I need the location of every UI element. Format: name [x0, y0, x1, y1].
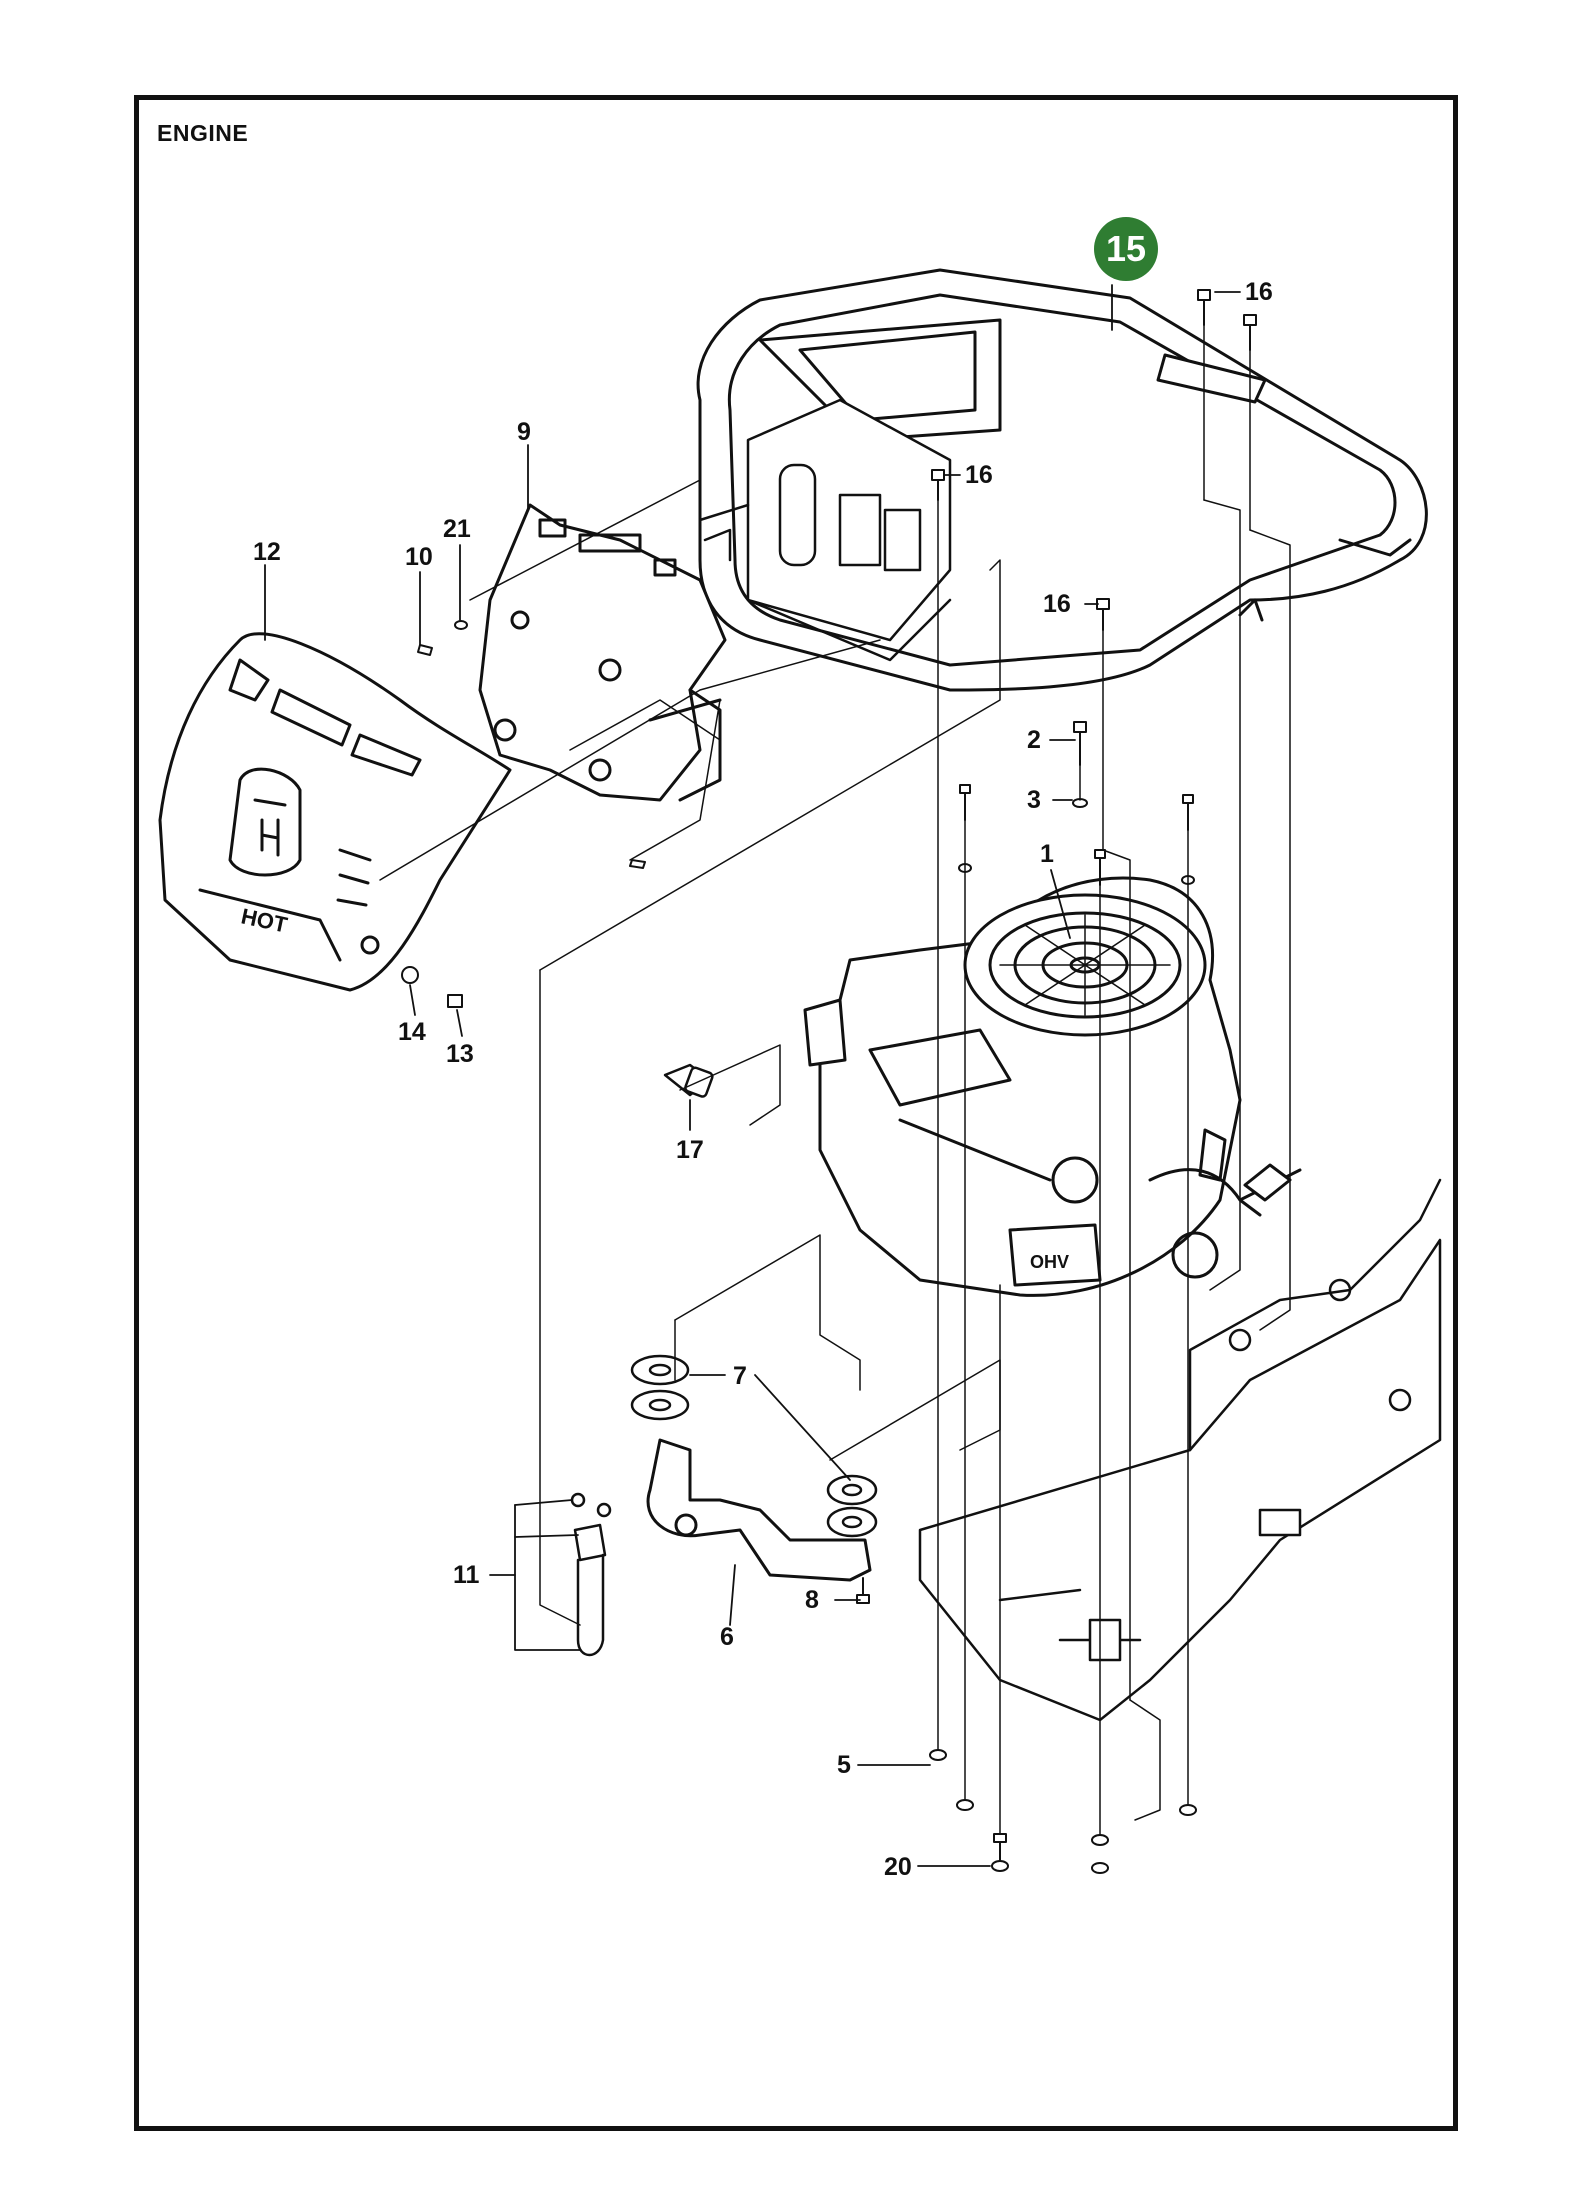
callout-11: 11 — [453, 1561, 480, 1589]
assembly-guide-lines — [379, 324, 1291, 1836]
callout-labels: 1 2 3 5 6 7 8 9 10 11 12 13 14 16 16 16 … — [253, 278, 1273, 1881]
callout-16-middle: 16 — [965, 461, 993, 489]
frame-back-plate — [698, 398, 952, 662]
exhaust-gaskets — [630, 1354, 878, 1538]
callout-10: 10 — [405, 543, 433, 571]
callout-20: 20 — [884, 1853, 912, 1881]
engine-assembly — [803, 876, 1302, 1297]
fan-shroud — [478, 503, 727, 802]
callout-21: 21 — [443, 515, 471, 543]
callout-16-right: 16 — [1043, 590, 1071, 618]
exhaust-pipe — [646, 1438, 872, 1582]
front-hood — [158, 632, 512, 992]
section-number-badge: 15 — [1094, 217, 1158, 281]
callout-5: 5 — [837, 1751, 851, 1779]
callout-16-top: 16 — [1245, 278, 1273, 306]
callout-14: 14 — [398, 1018, 426, 1046]
diagram-title: ENGINE — [157, 120, 249, 146]
callout-12: 12 — [253, 538, 281, 566]
diagram-frame — [134, 95, 1458, 2131]
callout-7: 7 — [733, 1362, 747, 1390]
callout-17: 17 — [676, 1136, 704, 1164]
oil-pressure-sensor — [663, 1063, 714, 1098]
callout-2: 2 — [1027, 726, 1041, 754]
callout-13: 13 — [446, 1040, 474, 1068]
callout-3: 3 — [1027, 786, 1041, 814]
callout-6: 6 — [720, 1623, 734, 1651]
engine-ohv-logo-text: OHV — [1030, 1252, 1069, 1272]
callout-1: 1 — [1040, 840, 1054, 868]
callout-8: 8 — [805, 1586, 819, 1614]
exhaust-clamp — [570, 1492, 612, 1657]
callout-leaders — [264, 284, 1241, 1867]
callout-9: 9 — [517, 418, 531, 446]
